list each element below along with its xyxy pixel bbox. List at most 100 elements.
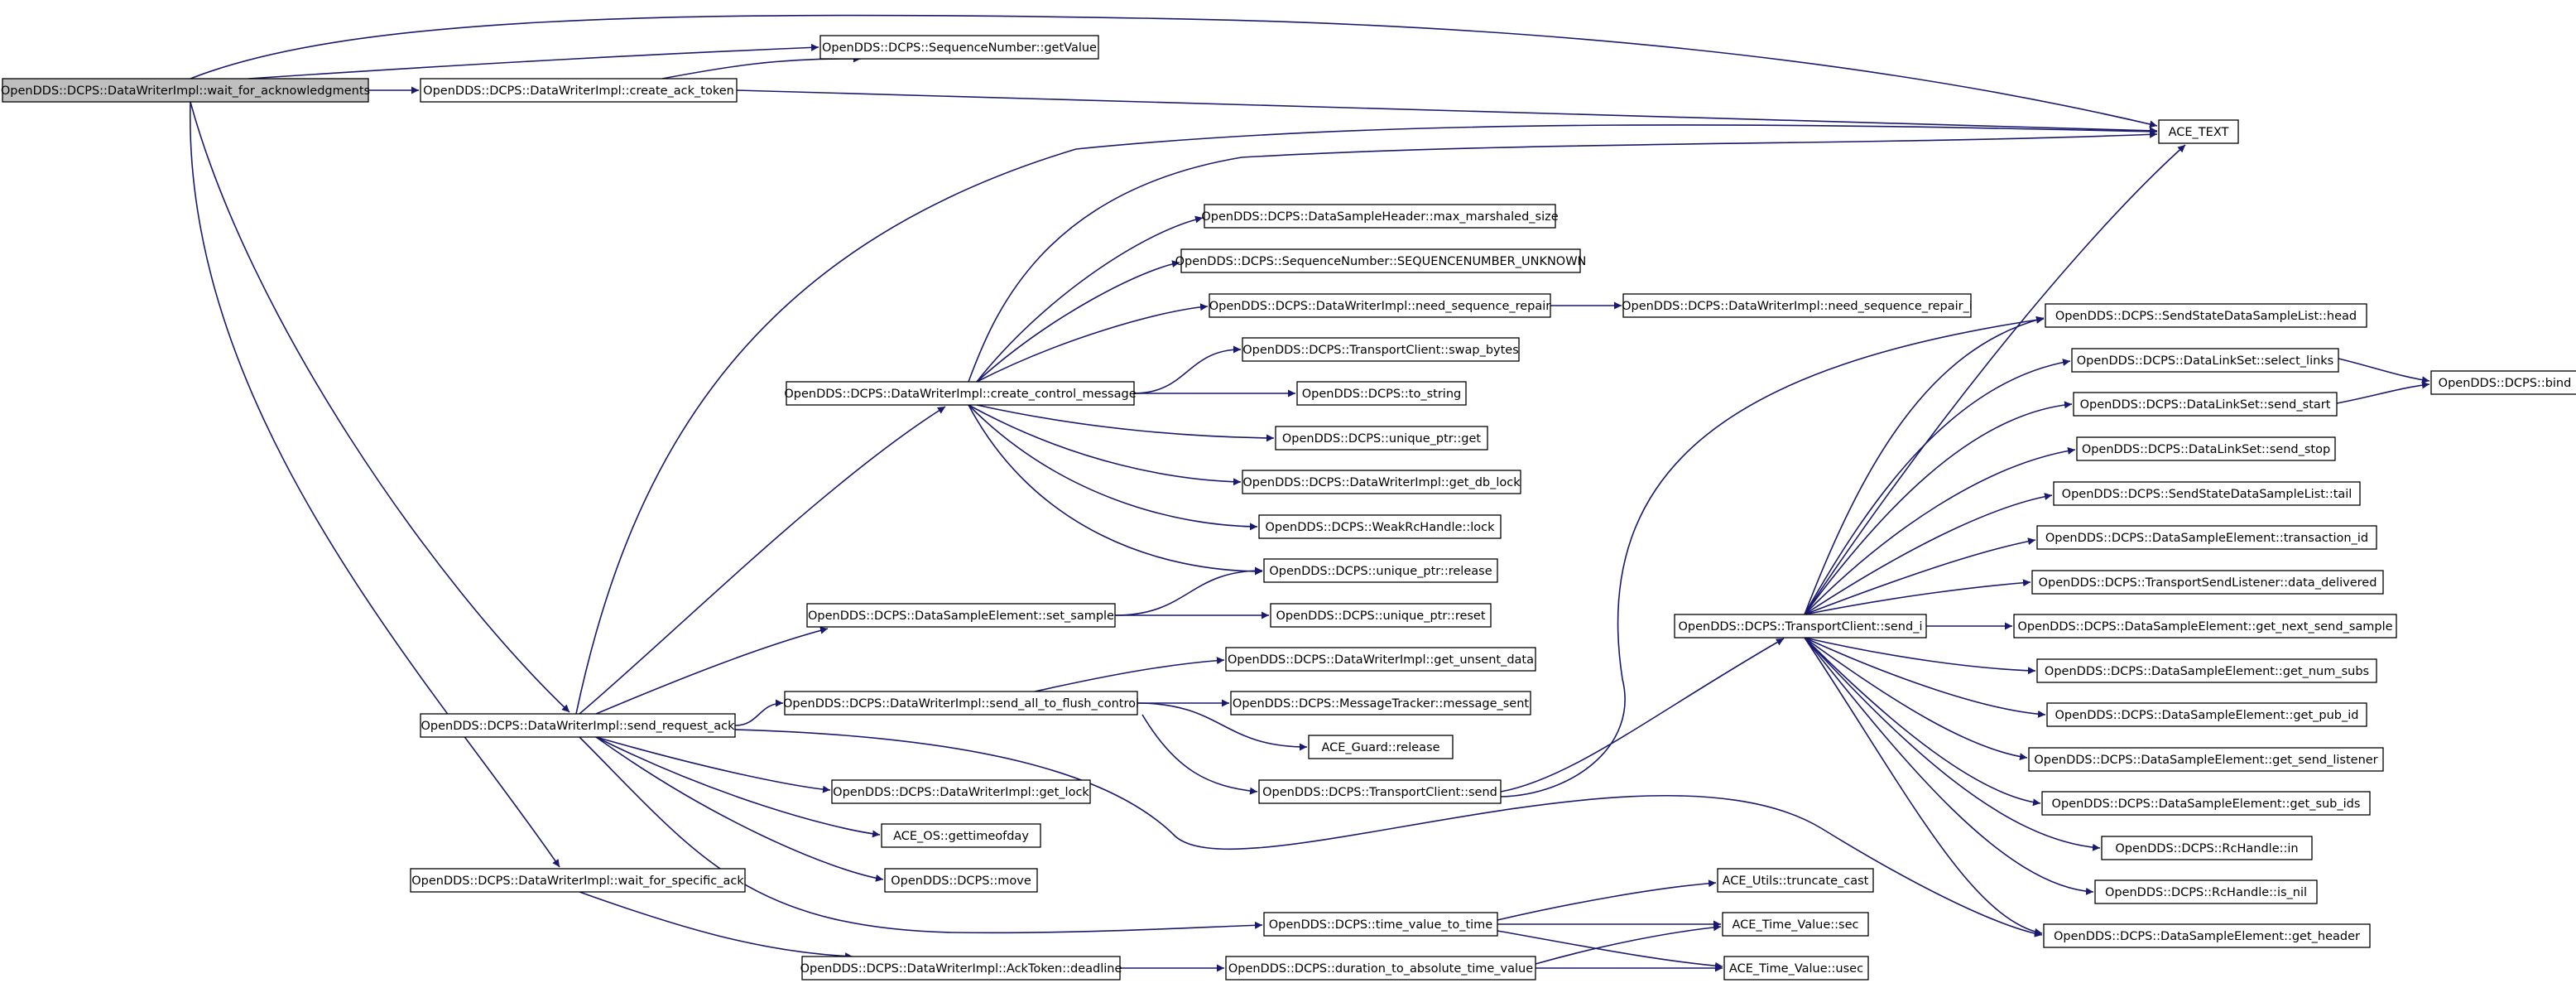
node-tv-usec[interactable]: ACE_Time_Value::usec — [1723, 956, 1869, 981]
node-max-marshaled-size[interactable]: OpenDDS::DCPS::DataSampleHeader::max_mar… — [1201, 204, 1559, 229]
edge-send_i-to-get_pub_id — [1804, 637, 2046, 718]
node-deadline[interactable]: OpenDDS::DCPS::DataWriterImpl::AckToken:… — [800, 956, 1122, 981]
node-get-send-listener[interactable]: OpenDDS::DCPS::DataSampleElement::get_se… — [2028, 747, 2384, 772]
node-box — [881, 823, 1041, 848]
node-rc-in[interactable]: OpenDDS::DCPS::RcHandle::in — [2101, 836, 2313, 860]
node-box — [1263, 558, 1498, 583]
node-need-sequence-repair-i[interactable]: OpenDDS::DCPS::DataWriterImpl::need_sequ… — [1622, 293, 1973, 318]
node-time-value-to-time[interactable]: OpenDDS::DCPS::time_value_to_time — [1263, 912, 1498, 937]
node-send-stop[interactable]: OpenDDS::DCPS::DataLinkSet::send_stop — [2076, 436, 2336, 461]
node-need-sequence-repair[interactable]: OpenDDS::DCPS::DataWriterImpl::need_sequ… — [1209, 293, 1551, 318]
node-box — [1180, 248, 1581, 273]
edge-send_request_ack-to-gettimeofday — [595, 736, 881, 838]
node-label: OpenDDS::DCPS::DataWriterImpl::wait_for_… — [1, 84, 370, 98]
node-create-ack-token[interactable]: OpenDDS::DCPS::DataWriterImpl::create_ac… — [420, 78, 738, 103]
edge-root-to-send_request_ack — [190, 101, 570, 713]
node-data-delivered[interactable]: OpenDDS::DCPS::TransportSendListener::da… — [2031, 570, 2384, 595]
node-label: OpenDDS::DCPS::move — [891, 875, 1031, 888]
node-SEQ-UNKNOWN[interactable]: OpenDDS::DCPS::SequenceNumber::SEQUENCEN… — [1175, 248, 1587, 273]
node-wait-for-specific-ack[interactable]: OpenDDS::DCPS::DataWriterImpl::wait_for_… — [410, 868, 746, 893]
node-ACE-TEXT[interactable]: ACE_TEXT — [2158, 119, 2239, 144]
edge-select_links-to-bind — [2338, 358, 2430, 384]
node-get-lock[interactable]: OpenDDS::DCPS::DataWriterImpl::get_lock — [831, 779, 1091, 804]
node-get-pub-id[interactable]: OpenDDS::DCPS::DataSampleElement::get_pu… — [2046, 702, 2367, 727]
node-send-all-to-flush-control[interactable]: OpenDDS::DCPS::DataWriterImpl::send_all_… — [783, 691, 1139, 716]
node-get-unsent-data[interactable]: OpenDDS::DCPS::DataWriterImpl::get_unsen… — [1225, 647, 1536, 672]
edge-send_i-to-send_stop — [1804, 446, 2076, 615]
node-send-start[interactable]: OpenDDS::DCPS::DataLinkSet::send_start — [2073, 392, 2338, 417]
node-send-request-ack[interactable]: OpenDDS::DCPS::DataWriterImpl::send_requ… — [420, 713, 736, 738]
node-create-control-message[interactable]: OpenDDS::DCPS::DataWriterImpl::create_co… — [784, 381, 1137, 406]
node-label: OpenDDS::DCPS::TransportClient::send — [1262, 786, 1497, 799]
node-truncate-cast[interactable]: ACE_Utils::truncate_cast — [1717, 868, 1874, 893]
edge-send_i-to-transaction_id — [1804, 537, 2036, 615]
node-box — [1674, 614, 1927, 638]
node-to-string[interactable]: OpenDDS::DCPS::to_string — [1296, 381, 1467, 406]
node-tv-sec[interactable]: ACE_Time_Value::sec — [1722, 912, 1869, 937]
node-box — [2158, 119, 2239, 144]
node-box — [831, 779, 1091, 804]
edge-time_value_to_time-to-tv_usec — [1497, 930, 1723, 970]
edge-tc_send-to-ssdsl_head — [1500, 316, 2045, 797]
node-get-db-lock[interactable]: OpenDDS::DCPS::DataWriterImpl::get_db_lo… — [1242, 470, 1521, 494]
edge-send_i-to-get_send_listener — [1804, 637, 2028, 761]
node-box — [1258, 779, 1502, 804]
node-label: ACE_Time_Value::usec — [1729, 962, 1863, 976]
node-label: OpenDDS::DCPS::DataWriterImpl::need_sequ… — [1209, 300, 1551, 313]
node-gettimeofday[interactable]: ACE_OS::gettimeofday — [881, 823, 1041, 848]
edge-send_i-to-ACE_TEXT — [1804, 144, 2186, 615]
node-rc-is-nil[interactable]: OpenDDS::DCPS::RcHandle::is_nil — [2094, 879, 2318, 904]
node-box — [2041, 791, 2371, 816]
node-uptr-release[interactable]: OpenDDS::DCPS::unique_ptr::release — [1263, 558, 1498, 583]
node-get-num-subs[interactable]: OpenDDS::DCPS::DataSampleElement::get_nu… — [2036, 658, 2377, 683]
node-root[interactable]: OpenDDS::DCPS::DataWriterImpl::wait_for_… — [1, 78, 370, 103]
node-uptr-get[interactable]: OpenDDS::DCPS::unique_ptr::get — [1275, 426, 1488, 451]
edge-send_i-to-data_delivered — [1804, 579, 2031, 615]
edge-send_request_ack-to-send_all_to_flush_control — [734, 699, 784, 726]
node-label: OpenDDS::DCPS::DataSampleElement::transa… — [2045, 532, 2368, 545]
node-ssdsl-head[interactable]: OpenDDS::DCPS::SendStateDataSampleList::… — [2045, 303, 2367, 328]
node-ssdsl-tail[interactable]: OpenDDS::DCPS::SendStateDataSampleList::… — [2053, 481, 2361, 506]
node-label: OpenDDS::DCPS::to_string — [1302, 388, 1461, 401]
node-move[interactable]: OpenDDS::DCPS::move — [884, 868, 1038, 893]
node-box — [1270, 603, 1492, 628]
edge-create_control_message-to-get_db_lock — [968, 404, 1242, 486]
node-label: OpenDDS::DCPS::TransportSendListener::da… — [2039, 576, 2377, 590]
node-label: OpenDDS::DCPS::RcHandle::is_nil — [2105, 886, 2307, 899]
edge-create_control_message-to-max_marshaled_size — [976, 215, 1204, 383]
node-box — [801, 956, 1121, 981]
node-label: OpenDDS::DCPS::duration_to_absolute_time… — [1228, 962, 1533, 976]
edge-send_start-to-bind — [2336, 381, 2430, 404]
node-send-i[interactable]: OpenDDS::DCPS::TransportClient::send_i — [1674, 614, 1927, 638]
node-swap-bytes[interactable]: OpenDDS::DCPS::TransportClient::swap_byt… — [1242, 337, 1520, 362]
edge-layer — [190, 14, 2430, 972]
node-transaction-id[interactable]: OpenDDS::DCPS::DataSampleElement::transa… — [2036, 525, 2377, 550]
edge-root-to-wait_for_specific_ack — [190, 101, 560, 868]
node-message-sent[interactable]: OpenDDS::DCPS::MessageTracker::message_s… — [1230, 691, 1531, 716]
node-box — [2053, 481, 2361, 506]
node-weak-lock[interactable]: OpenDDS::DCPS::WeakRcHandle::lock — [1258, 514, 1502, 539]
node-select-links[interactable]: OpenDDS::DCPS::DataLinkSet::select_links — [2071, 348, 2339, 373]
node-get-sub-ids[interactable]: OpenDDS::DCPS::DataSampleElement::get_su… — [2041, 791, 2371, 816]
node-box — [1622, 293, 1972, 318]
node-bind[interactable]: OpenDDS::DCPS::bind — [2430, 370, 2576, 395]
node-tc-send[interactable]: OpenDDS::DCPS::TransportClient::send — [1258, 779, 1502, 804]
node-guard-release[interactable]: ACE_Guard::release — [1308, 735, 1454, 759]
edge-send_i-to-ssdsl_tail — [1804, 493, 2053, 615]
edge-send_i-to-rc_is_nil — [1804, 637, 2094, 895]
node-get-next-send-sample[interactable]: OpenDDS::DCPS::DataSampleElement::get_ne… — [2013, 614, 2397, 638]
edge-tc_send-to-send_i — [1500, 638, 1785, 793]
node-label: ACE_Utils::truncate_cast — [1723, 875, 1869, 888]
node-set-sample[interactable]: OpenDDS::DCPS::DataSampleElement::set_sa… — [806, 603, 1116, 628]
node-duration-to-abs[interactable]: OpenDDS::DCPS::duration_to_absolute_time… — [1225, 956, 1536, 981]
edge-create_ack_token-to-ACE_TEXT — [736, 89, 2158, 135]
node-box — [1225, 956, 1536, 981]
node-label: ACE_Guard::release — [1321, 741, 1439, 754]
node-uptr-reset[interactable]: OpenDDS::DCPS::unique_ptr::reset — [1270, 603, 1492, 628]
edge-send_i-to-get_sub_ids — [1804, 637, 2041, 807]
node-box — [2043, 923, 2371, 948]
node-get-header[interactable]: OpenDDS::DCPS::DataSampleElement::get_he… — [2043, 923, 2371, 948]
node-getValue[interactable]: OpenDDS::DCPS::SequenceNumber::getValue — [819, 35, 1099, 60]
node-label: OpenDDS::DCPS::DataWriterImpl::get_lock — [833, 786, 1089, 799]
